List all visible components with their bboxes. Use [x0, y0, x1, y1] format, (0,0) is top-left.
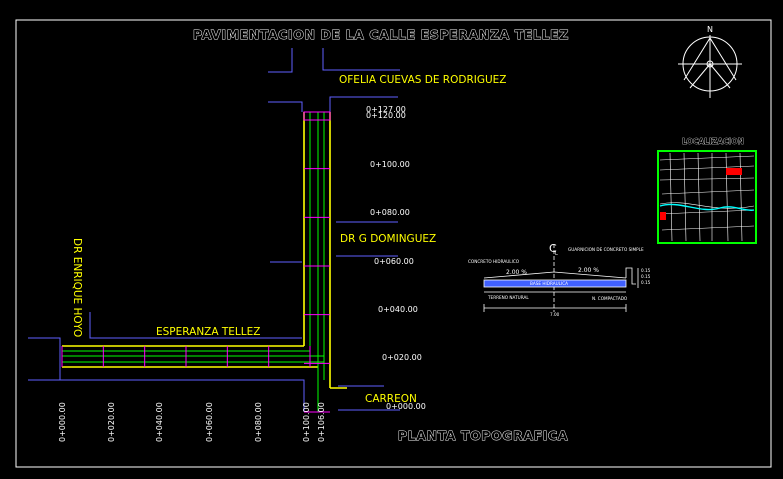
property-line-esperanza-bottom: [60, 379, 305, 412]
section-natural-label: TERRENO NATURAL: [487, 295, 529, 300]
station-h-2: 0+040.00: [155, 402, 164, 442]
section-base-label: BASE HIDRAULICA: [530, 281, 568, 286]
station-v-5: 0+040.00: [378, 305, 418, 314]
section-compacted-label: N. COMPACTADO: [592, 296, 628, 301]
cross-section: [483, 244, 639, 312]
road-edges: [62, 112, 347, 389]
street-label-dominguez: DR G DOMINGUEZ: [340, 233, 436, 245]
station-v-2: 0+100.00: [370, 160, 410, 169]
location-map-site-2: [660, 212, 666, 220]
station-v-1: 0+120.00: [366, 111, 406, 120]
section-thickness-1: 0.15: [641, 268, 651, 273]
section-curb: [625, 267, 636, 285]
location-map: [657, 150, 757, 244]
station-h-0: 0+000.00: [58, 402, 67, 442]
station-grid: [61, 111, 331, 413]
street-label-ofelia: OFELIA CUEVAS DE RODRIGUEZ: [339, 74, 507, 86]
section-centerline-symbol: C: [549, 242, 557, 255]
drawing-subtitle: PLANTA TOPOGRAFICA: [398, 428, 568, 443]
section-slope-right: 2.00 %: [578, 267, 599, 274]
station-v-6: 0+020.00: [382, 353, 422, 362]
north-arrow-right-ray: [709, 63, 731, 89]
section-base-layer: [483, 279, 627, 288]
station-h-6: 0+106.00: [317, 402, 326, 442]
north-label: N: [707, 25, 713, 34]
station-h-5: 0+100.00: [302, 402, 311, 442]
property-line-enrique-left: [28, 337, 61, 381]
location-label: LOCALIZACION: [682, 137, 744, 146]
section-label-right: GUARNICION DE CONCRETO SIMPLE: [568, 247, 644, 252]
station-v-4: 0+060.00: [374, 257, 414, 266]
section-centerline-sub: L: [555, 251, 558, 257]
section-width-label: 7.00: [550, 312, 560, 317]
station-h-3: 0+060.00: [205, 402, 214, 442]
property-line-enrique-top: [89, 312, 302, 339]
property-line-ofelia-right: [322, 48, 400, 71]
north-arrow-head: [683, 37, 737, 81]
property-line-ofelia-left: [268, 48, 293, 73]
section-pavement-top: [483, 271, 627, 279]
location-map-site: [726, 168, 742, 175]
section-label-left: CONCRETO HIDRAULICO: [468, 259, 520, 264]
location-map-river: [659, 203, 755, 212]
section-thickness-3: 0.15: [641, 280, 651, 285]
section-slope-left: 2.00 %: [506, 269, 527, 276]
north-arrow: [678, 35, 742, 98]
section-thickness-2: 0.15: [641, 274, 651, 279]
property-line-upper-left: [268, 101, 303, 112]
drawing-frame: [15, 19, 772, 468]
station-v-0: 0+127.00: [366, 105, 406, 114]
street-label-carreon: CARREON: [365, 393, 417, 405]
station-h-1: 0+020.00: [107, 402, 116, 442]
station-v-7: 0+000.00: [386, 402, 426, 411]
vertical-stations: 0+127.00 0+120.00 0+100.00 0+080.00 0+06…: [366, 105, 426, 411]
street-label-enrique: DR ENRIQUE HOYO: [71, 238, 83, 337]
north-arrow-left-ray: [689, 63, 711, 89]
property-lines: [28, 48, 400, 412]
property-line-upper-right: [329, 96, 398, 112]
station-v-3: 0+080.00: [370, 208, 410, 217]
horizontal-stations: 0+000.00 0+020.00 0+040.00 0+060.00 0+08…: [58, 402, 326, 442]
road-end-box: [303, 111, 331, 121]
drawing-title: PAVIMENTACION DE LA CALLE ESPERANZA TELL…: [193, 27, 569, 42]
location-map-streets: [659, 152, 755, 242]
station-h-4: 0+080.00: [254, 402, 263, 442]
street-label-esperanza: ESPERANZA TELLEZ: [156, 326, 260, 338]
